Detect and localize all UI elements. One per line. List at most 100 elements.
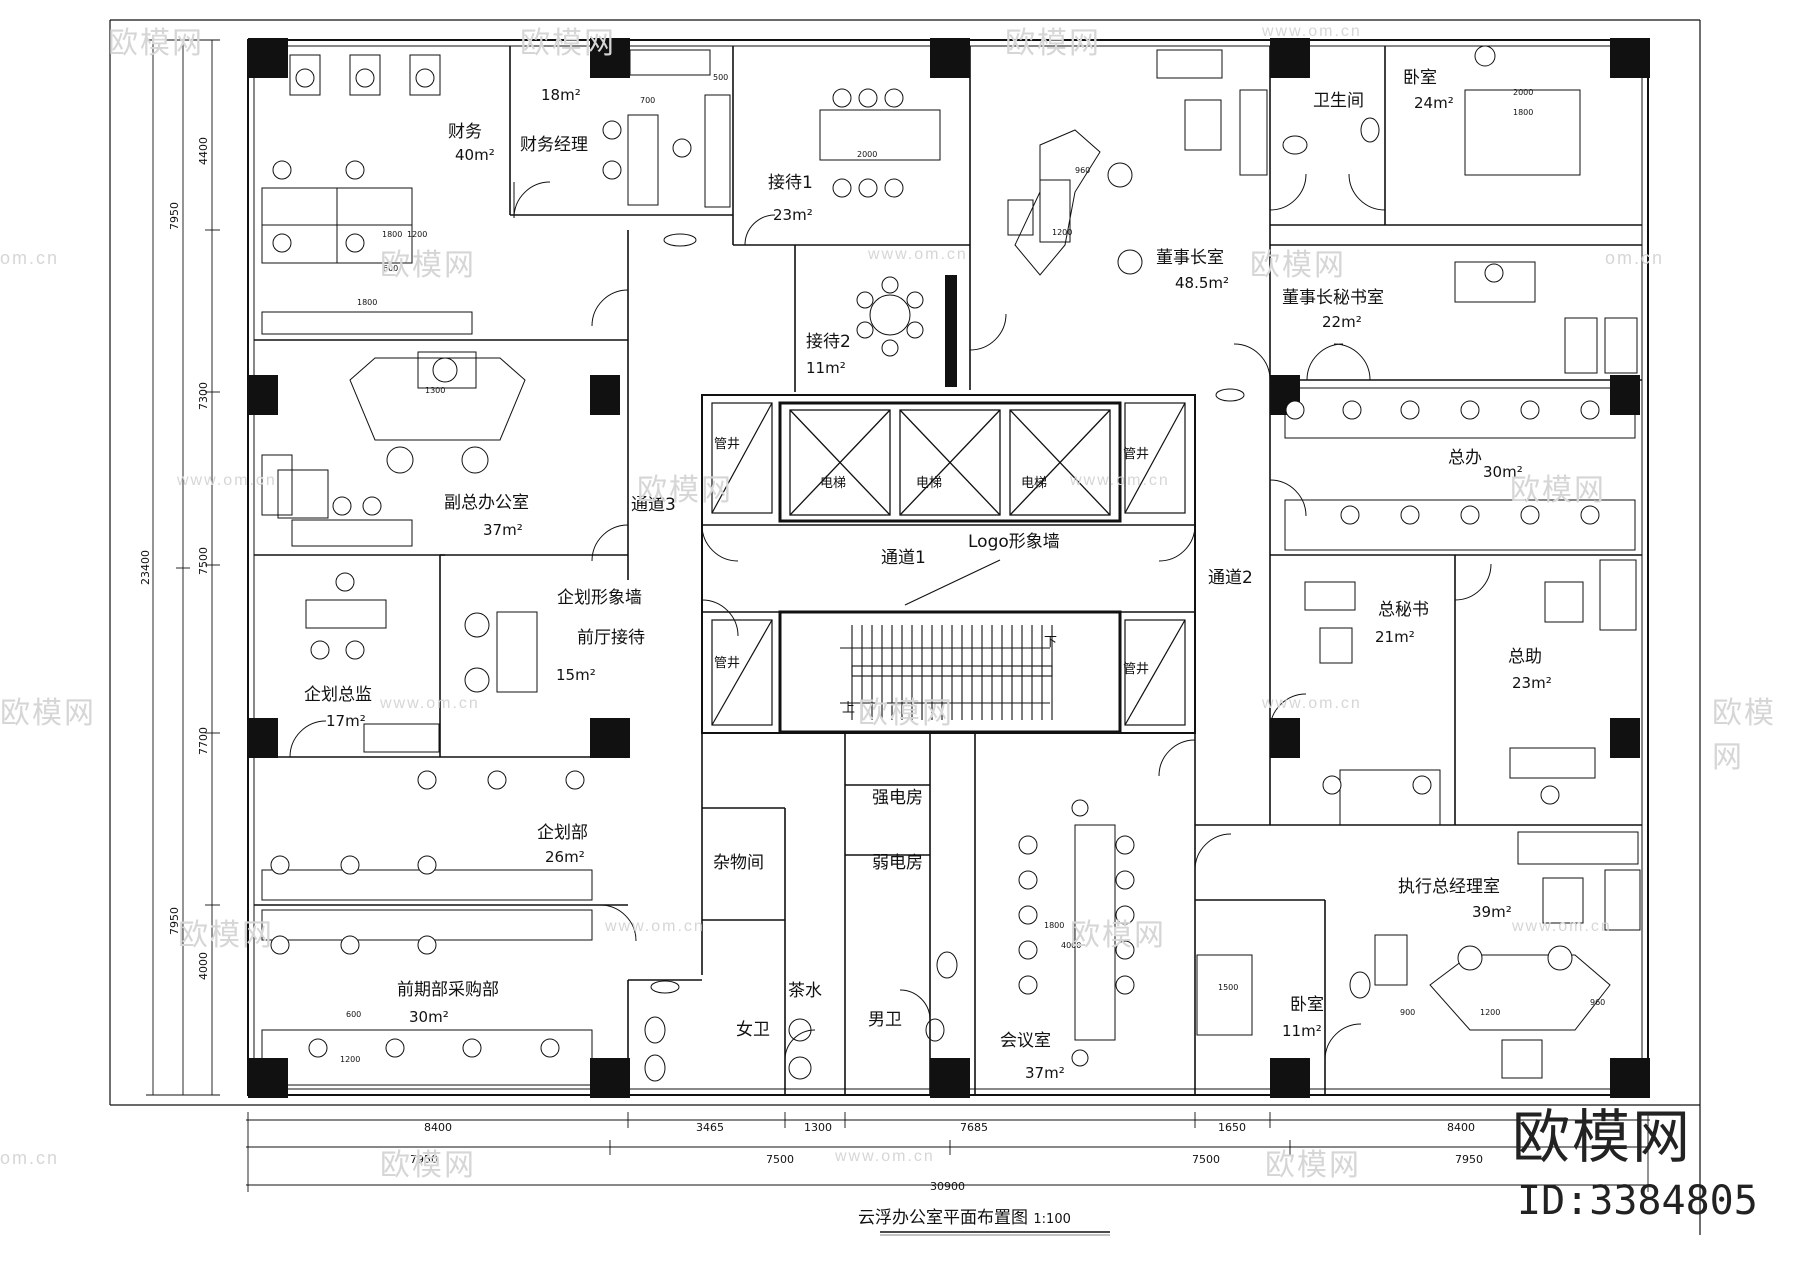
dim-left-5: 4000 — [197, 952, 210, 980]
room-deputy-area: 37m² — [483, 521, 523, 539]
furniture-dim: 1800 — [1044, 921, 1064, 930]
label-elevator-3: 电梯 — [1021, 476, 1047, 491]
room-small-bedroom-name: 卧室 — [1290, 995, 1324, 1015]
room-chairman-area: 48.5m² — [1175, 274, 1229, 292]
dim-bottom-5: 1650 — [1218, 1121, 1246, 1134]
drawing-scale: 1:100 — [1033, 1212, 1071, 1227]
dim-left-4: 7700 — [197, 727, 210, 755]
dim-bottom-row2-2: 7500 — [766, 1153, 794, 1166]
room-front-desk-area: 15m² — [556, 666, 596, 684]
room-deputy-name: 副总办公室 — [444, 493, 529, 513]
brand-logo-text: 欧模网 — [1512, 1103, 1693, 1171]
label-passage2: 通道2 — [1208, 568, 1253, 588]
furniture-chairs — [270, 45, 1600, 1067]
label-passage3: 通道3 — [631, 495, 676, 515]
label-shaft-2: 管井 — [1123, 447, 1149, 462]
room-finance-manager-area: 18m² — [541, 86, 581, 104]
dim-bottom-row2-4: 7950 — [1455, 1153, 1483, 1166]
furniture-dim: 1200 — [1052, 228, 1072, 237]
room-meeting-name: 会议室 — [1000, 1031, 1051, 1051]
room-finance-name: 财务 — [448, 122, 482, 142]
dim-bottom-2: 3465 — [696, 1121, 724, 1134]
furniture-dim: 1800 — [357, 298, 377, 307]
room-assistant-area: 23m² — [1512, 674, 1552, 692]
room-meeting-area: 37m² — [1025, 1064, 1065, 1082]
dim-left-total: 23400 — [139, 550, 152, 585]
room-secretary-name: 董事长秘书室 — [1282, 288, 1384, 308]
drawing-title: 云浮办公室平面布置图 — [858, 1208, 1028, 1228]
room-planning-dept-name: 企划部 — [537, 823, 588, 843]
label-female-wc: 女卫 — [736, 1020, 770, 1040]
label-high-voltage: 强电房 — [872, 788, 923, 808]
doors — [289, 173, 1492, 1061]
room-general-office-name: 总办 — [1448, 448, 1482, 468]
furniture-dim: 4000 — [1061, 941, 1081, 950]
brand-id: ID:3384805 — [1517, 1178, 1758, 1224]
furniture-dim: 1200 — [340, 1055, 360, 1064]
room-planning-director-name: 企划总监 — [304, 685, 372, 705]
room-executive-gm-area: 39m² — [1472, 903, 1512, 921]
furniture-dim: 500 — [713, 73, 728, 82]
dim-bottom-6: 8400 — [1447, 1121, 1475, 1134]
furniture-dim: 2000 — [857, 150, 877, 159]
structural-columns — [248, 38, 1650, 1098]
furniture-dim: 1200 — [1480, 1008, 1500, 1017]
drawing-caption: 云浮办公室平面布置图 1:100 — [858, 1203, 1071, 1228]
room-chief-secretary-area: 21m² — [1375, 628, 1415, 646]
room-procurement-name: 前期部采购部 — [397, 980, 499, 1000]
label-storage: 杂物间 — [713, 853, 764, 873]
dim-left-3: 7500 — [197, 547, 210, 575]
furniture-dim: 600 — [346, 1010, 361, 1019]
elevators — [778, 401, 1122, 523]
room-planning-dept-area: 26m² — [545, 848, 585, 866]
furniture-dim: 1300 — [425, 386, 445, 395]
furniture-dim: 700 — [640, 96, 655, 105]
furniture-dim: 2000 — [1513, 88, 1533, 97]
room-reception1-name: 接待1 — [768, 173, 813, 193]
furniture-dim: 1800 — [1513, 108, 1533, 117]
dim-left-1: 4400 — [197, 137, 210, 165]
label-shaft-1: 管井 — [714, 437, 740, 452]
label-elevator-1: 电梯 — [820, 476, 846, 491]
label-logo-wall: Logo形象墙 — [968, 532, 1060, 552]
furniture-dim: 900 — [1400, 1008, 1415, 1017]
room-reception1-area: 23m² — [773, 206, 813, 224]
furniture-dim: 1200 — [407, 230, 427, 239]
dim-bottom-row2-1: 7950 — [410, 1153, 438, 1166]
furniture-dim: 600 — [383, 264, 398, 273]
label-stair-up: 上 — [842, 701, 855, 716]
dimension-lines — [146, 39, 1650, 1236]
label-elevator-2: 电梯 — [916, 476, 942, 491]
furniture-dim: 1800 — [382, 230, 402, 239]
room-finance-manager-name: 财务经理 — [520, 135, 588, 155]
furniture-dim: 1500 — [1218, 983, 1238, 992]
room-chairman-name: 董事长室 — [1156, 248, 1224, 268]
outer-frame — [109, 19, 1701, 1235]
room-secretary-area: 22m² — [1322, 313, 1362, 331]
furniture-dim: 960 — [1590, 998, 1605, 1007]
room-bathroom-name: 卫生间 — [1313, 91, 1364, 111]
label-shaft-4: 管井 — [1123, 662, 1149, 677]
room-assistant-name: 总助 — [1508, 647, 1542, 667]
dim-left-2: 7300 — [197, 382, 210, 410]
room-procurement-area: 30m² — [409, 1008, 449, 1026]
stairwell — [778, 559, 1122, 734]
furniture-dimensions: 700 500 2000 960 1200 1800 1800 600 1200… — [340, 73, 1605, 1064]
room-bedroom-area: 24m² — [1414, 94, 1454, 112]
room-reception2-name: 接待2 — [806, 332, 851, 352]
room-finance-area: 40m² — [455, 146, 495, 164]
label-stair-down: 下 — [1044, 635, 1057, 650]
label-passage1: 通道1 — [881, 548, 926, 568]
dim-bottom-row2-3: 7500 — [1192, 1153, 1220, 1166]
room-front-desk-name: 前厅接待 — [577, 628, 645, 648]
room-reception2-area: 11m² — [806, 359, 846, 377]
room-small-bedroom-area: 11m² — [1282, 1022, 1322, 1040]
pipe-shafts — [711, 402, 1186, 726]
dim-bottom-4: 7685 — [960, 1121, 988, 1134]
furniture-dim: 960 — [1075, 166, 1090, 175]
room-general-office-area: 30m² — [1483, 463, 1523, 481]
room-planning-director-area: 17m² — [326, 712, 366, 730]
label-shaft-3: 管井 — [714, 656, 740, 671]
dim-bottom-3: 1300 — [804, 1121, 832, 1134]
label-planning-wall: 企划形象墙 — [557, 588, 642, 608]
